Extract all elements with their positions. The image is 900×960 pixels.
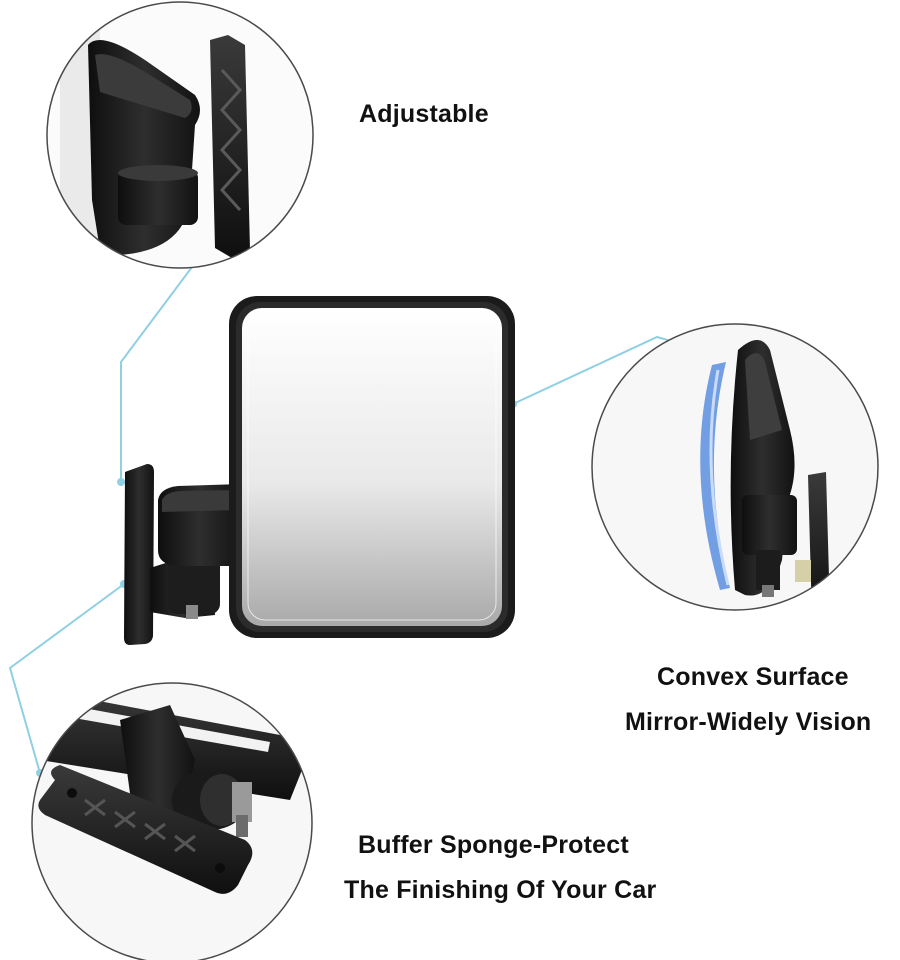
side-mirror-product-icon [124, 296, 515, 645]
callout-line-top [120, 254, 202, 482]
adjustable-hinge-detail-icon [46, 1, 314, 269]
callout-line-bottom [8, 583, 125, 774]
callout-adjustable: Adjustable [359, 100, 489, 128]
callout-convex-line1: Convex Surface [657, 663, 849, 691]
callout-buffer-line2: The Finishing Of Your Car [344, 876, 657, 904]
callout-buffer-line1: Buffer Sponge-Protect [358, 831, 629, 859]
callout-convex-line2: Mirror-Widely Vision [625, 708, 872, 736]
convex-mirror-side-detail-icon [591, 323, 879, 611]
buffer-sponge-bracket-detail-icon [31, 682, 313, 960]
